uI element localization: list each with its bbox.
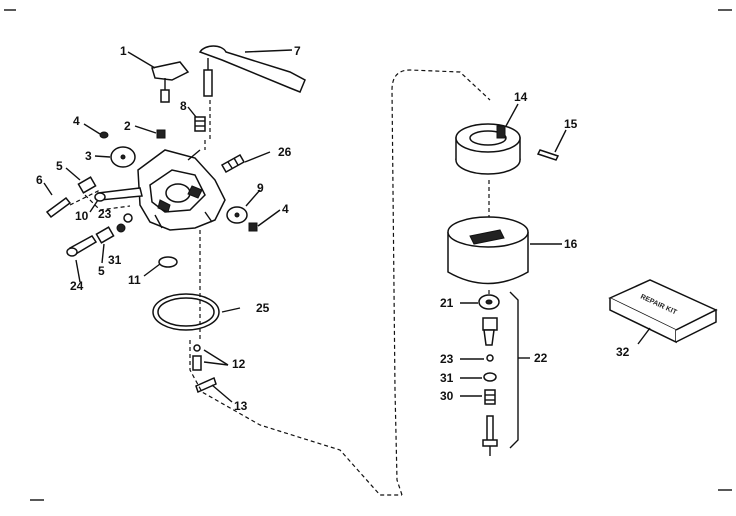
part-throttle-lever (151, 61, 190, 103)
part-fitting-26 (220, 153, 246, 174)
callout-1: 1 (120, 44, 127, 58)
callout-5a: 5 (56, 159, 63, 173)
part-washer-21 (478, 294, 500, 310)
assembly-line-right (391, 69, 491, 496)
assembly-line-screw (69, 189, 131, 211)
part-lever-10 (94, 187, 143, 202)
carburetor-body (137, 149, 226, 231)
assembly-line-left (189, 100, 402, 496)
callout-labels: 1 7 8 2 4 3 5 6 26 9 4 10 23 5 31 24 11 … (36, 44, 630, 413)
callout-23a: 23 (98, 207, 112, 221)
callout-13: 13 (234, 399, 248, 413)
part-screw-6 (45, 196, 72, 219)
corner-marks (4, 9, 732, 501)
part-washer-31a (116, 223, 126, 233)
part-fitting-5a (77, 176, 97, 194)
callout-9: 9 (257, 181, 264, 195)
callout-4b: 4 (282, 202, 289, 216)
callout-31a: 31 (108, 253, 122, 267)
callout-2: 2 (124, 119, 131, 133)
part-float-14 (455, 123, 521, 175)
part-screw-2 (156, 129, 166, 139)
callout-8: 8 (180, 99, 187, 113)
part-nut-22 (482, 317, 498, 346)
leader-lines (43, 49, 651, 403)
part-choke-shaft (198, 45, 306, 97)
part-spring-8 (194, 116, 206, 132)
callout-16: 16 (564, 237, 578, 251)
part-washer-23b (486, 354, 494, 362)
callout-6: 6 (36, 173, 43, 187)
part-pin-12 (192, 344, 202, 371)
callout-7: 7 (294, 44, 301, 58)
part-stem-22 (482, 415, 498, 456)
bracket-22 (509, 291, 519, 449)
part-gasket-25 (152, 293, 220, 331)
part-washer-31b (483, 372, 497, 382)
callout-10: 10 (75, 209, 89, 223)
callout-5b: 5 (98, 264, 105, 278)
callout-21: 21 (440, 296, 454, 310)
callout-23b: 23 (440, 352, 454, 366)
callout-30: 30 (440, 389, 454, 403)
callout-3: 3 (85, 149, 92, 163)
callout-32: 32 (616, 345, 630, 359)
callout-25: 25 (256, 301, 270, 315)
callout-26: 26 (278, 145, 292, 159)
part-screw-4b (248, 222, 258, 232)
part-spring-30 (484, 389, 496, 405)
callout-14: 14 (514, 90, 528, 104)
part-ring-11 (158, 256, 178, 268)
part-fitting-5b (95, 226, 115, 244)
callout-12: 12 (232, 357, 246, 371)
part-pin-13 (195, 376, 217, 394)
part-pin-15 (536, 149, 560, 161)
callout-22: 22 (534, 351, 548, 365)
callout-4a: 4 (73, 114, 80, 128)
part-repair-kit-32: REPAIR KIT (608, 279, 718, 344)
part-screw-4a (99, 131, 109, 139)
part-washer-23a (123, 213, 133, 223)
callout-24: 24 (70, 279, 84, 293)
part-plate-9 (226, 206, 248, 224)
part-bowl-16 (447, 216, 529, 285)
callout-11: 11 (128, 273, 141, 287)
callout-15: 15 (564, 117, 578, 131)
part-plate-3 (110, 146, 136, 168)
part-needle-24 (66, 235, 98, 257)
callout-31b: 31 (440, 371, 454, 385)
